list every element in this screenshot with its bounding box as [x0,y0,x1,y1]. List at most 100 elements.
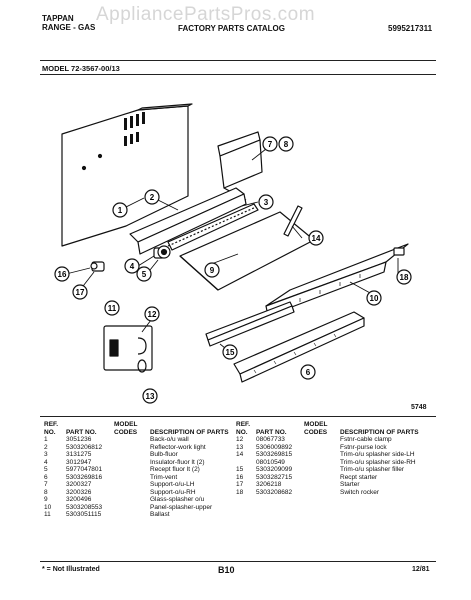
cell-model-codes [302,474,338,482]
callout-3: 3 [258,194,274,210]
svg-text:14: 14 [312,234,321,243]
cell-model-codes [112,444,148,452]
callout-6: 6 [300,364,316,380]
callout-4: 4 [124,258,140,274]
top-rule [40,60,436,61]
svg-text:8: 8 [284,140,289,149]
header-ref: REF. NO. [236,421,251,436]
cell-ref: 13 [236,443,244,451]
lamp-socket-part [153,245,171,259]
parts-table-right: REF. NO. PART NO. MODEL CODES DESCRIPTIO… [234,421,428,496]
cell-model-codes [112,451,148,459]
page-number: B10 [218,565,235,575]
cell-model-codes [302,459,338,467]
cell-ref: 7 [44,481,48,488]
cell-part: 3200496 [66,496,92,503]
cell-part: 5303269816 [66,473,103,481]
cell-description: Starter [340,481,360,488]
cell-ref: 16 [236,473,244,481]
table-row: 4 3012947 Insulator-fluor lt (2) [42,459,232,467]
cell-ref: 1 [44,436,48,443]
range-type: RANGE - GAS [42,23,96,32]
cell-model-codes [302,444,338,452]
cell-model-codes [112,511,148,519]
header-model-codes: MODEL CODES [114,421,138,436]
cell-model-codes [112,489,148,497]
cell-part: 5303282715 [256,473,293,481]
cell-model-codes [112,496,148,504]
starter-part [90,261,105,272]
callout-18: 18 [396,269,412,285]
cell-description: Trim-o/u splasher side-LH [340,451,415,458]
header-description: DESCRIPTION OF PARTS [340,428,419,436]
cell-ref: 9 [44,496,48,503]
cell-part: 5303206812 [66,443,103,451]
vent-trim-part [233,311,365,383]
table-row: 9 3200496 Glass-splasher o/u [42,496,232,504]
ballast-part [103,325,153,373]
cell-ref: 8 [44,488,48,496]
cell-description: Reflector-work light [150,443,206,451]
footer-rule [40,561,436,562]
svg-text:3: 3 [264,198,269,207]
cell-ref: 15 [236,466,244,473]
parts-table-left: REF. NO. PART NO. MODEL CODES DESCRIPTIO… [42,421,232,519]
cell-description: Bulb-fluor [150,451,178,458]
cell-ref: 4 [44,458,48,466]
svg-text:11: 11 [108,304,117,313]
cell-description: Support-o/u-RH [150,488,196,496]
table-row: 16 5303282715 Recpt starter [234,474,428,482]
cell-part: 3012947 [66,458,92,466]
cell-description: Glass-splasher o/u [150,496,205,503]
support-bracket-part [217,131,263,201]
cell-part: 5306009892 [256,443,293,451]
table-header-row: REF. NO. PART NO. MODEL CODES DESCRIPTIO… [234,421,428,436]
header-part: PART NO. [66,428,97,436]
catalog-part-code: 5995217311 [388,24,433,33]
cell-ref: 5 [44,466,48,473]
cell-description: Recept fluor lt (2) [150,466,200,473]
cell-ref: 2 [44,443,48,451]
cell-part: 08010549 [256,458,285,466]
callout-labels: 1 2 3 4 5 6 7 8 9 10 11 12 13 14 15 16 1… [54,136,412,404]
svg-text:13: 13 [146,392,155,401]
svg-text:5: 5 [142,270,147,279]
svg-text:10: 10 [370,294,379,303]
cell-description: Recpt starter [340,473,378,481]
cell-model-codes [302,466,338,474]
cell-ref: 3 [44,451,48,458]
callout-12: 12 [144,306,160,322]
svg-text:18: 18 [400,273,409,282]
cell-model-codes [112,474,148,482]
cell-description: Ballast [150,511,170,518]
cell-description: Trim-o/u splasher filler [340,466,405,473]
cell-description: Insulator-fluor lt (2) [150,458,205,466]
fluorescent-bulb-part [167,203,259,251]
cell-description: Support-o/u-LH [150,481,195,488]
exploded-parts-diagram: 1 2 3 4 5 6 7 8 9 10 11 12 13 14 15 16 1… [54,103,412,404]
svg-text:9: 9 [210,266,215,275]
cell-part: 5303209099 [256,466,293,473]
cell-part: 5303208682 [256,488,293,496]
cell-model-codes [112,436,148,444]
cell-description: Trim-o/u splasher side-RH [340,458,416,466]
callout-14: 14 [308,230,324,246]
cell-model-codes [112,481,148,489]
cell-part: 3051236 [66,436,92,443]
reflector-part [129,187,247,255]
cell-part: 5303051115 [66,511,102,518]
cell-part: 08067733 [256,436,285,443]
table-row: 2 5303206812 Reflector-work light [42,444,232,452]
callout-10: 10 [366,290,382,306]
diagram-code: 5748 [411,404,427,411]
header-model-codes: MODEL CODES [304,421,328,436]
cell-part: 3200327 [66,481,92,488]
